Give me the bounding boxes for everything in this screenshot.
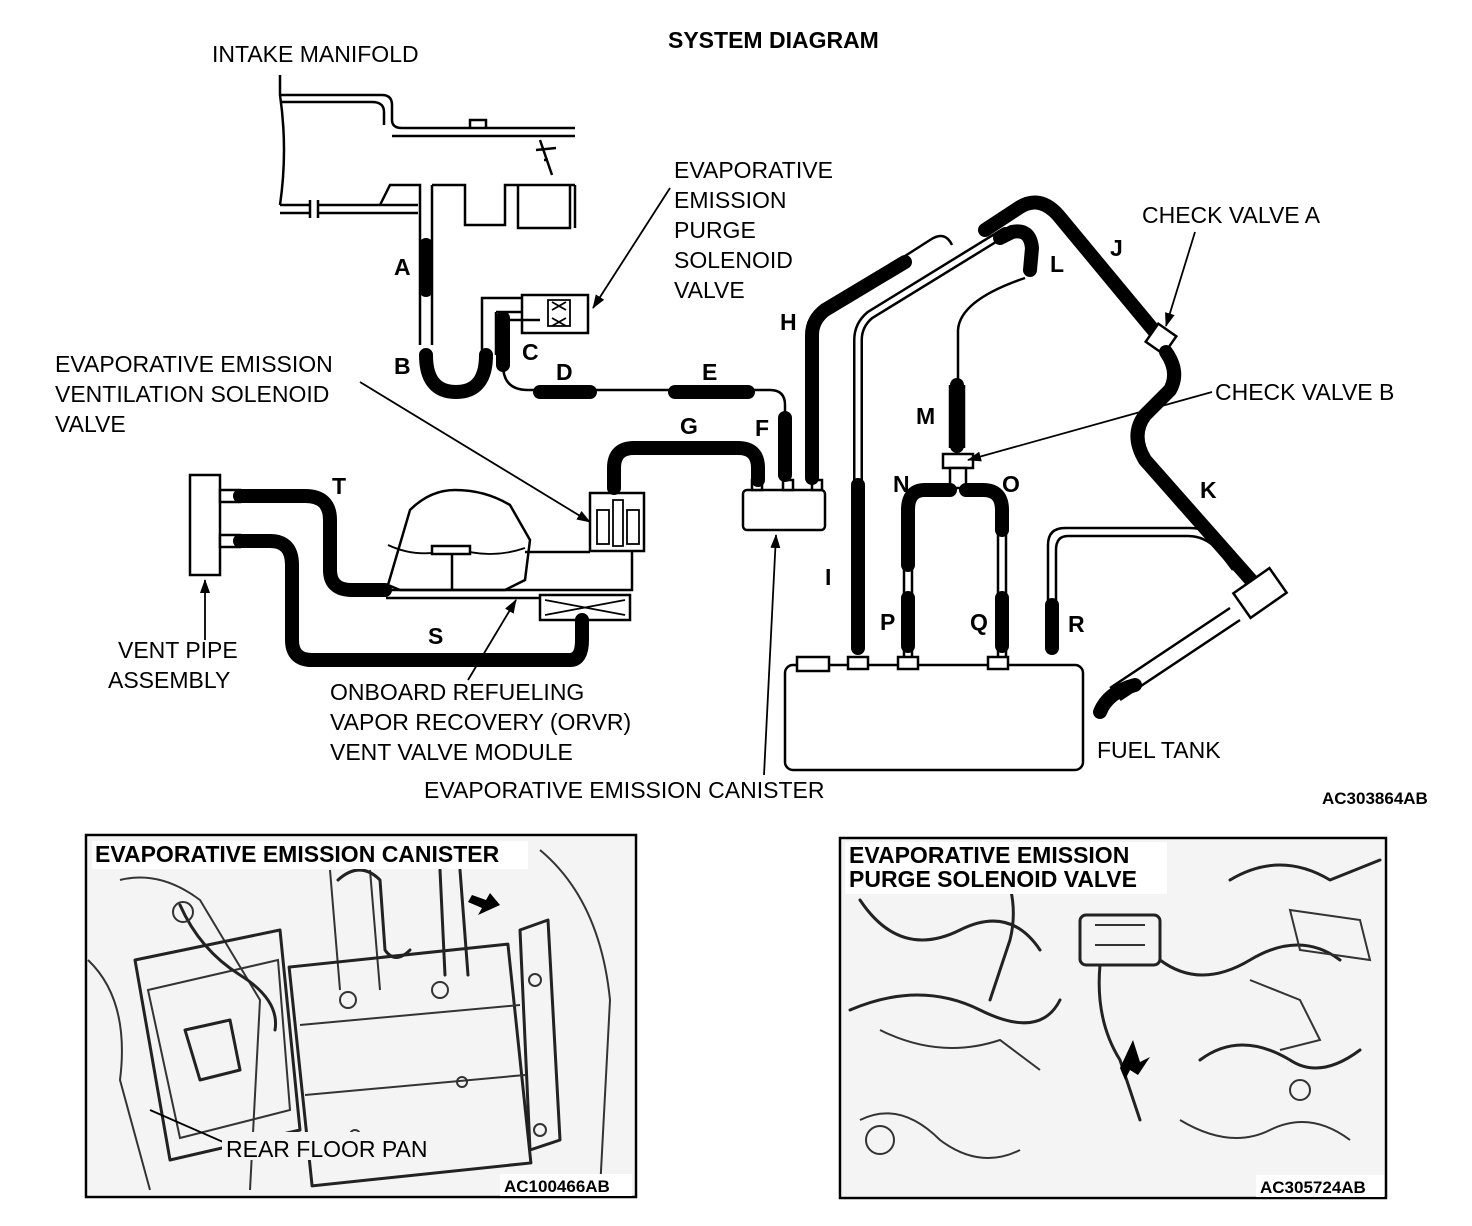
hose-label-l: L [1050,251,1064,277]
hose-label-a: A [394,254,411,280]
vent-pipe-assembly [188,473,242,577]
hose-label-p: P [880,609,895,635]
intake-manifold [278,75,577,238]
hose-label-t: T [332,473,346,499]
hoses [233,195,1289,719]
ventilation-solenoid-valve [588,491,646,553]
purge-solenoid-valve [480,293,590,335]
canister-inset-code: AC100466AB [504,1177,610,1196]
ventilation-solenoid-label-3: VALVE [55,411,126,437]
hose-label-h: H [780,309,797,335]
ventilation-solenoid-label-1: EVAPORATIVE EMISSION [55,351,333,377]
check-valve-a-label: CHECK VALVE A [1142,202,1321,228]
intake-manifold-label: INTAKE MANIFOLD [212,41,419,67]
orvr-label-1: ONBOARD REFUELING [330,679,584,705]
purge-solenoid-label-4: SOLENOID [674,247,793,273]
hose-label-d: D [556,359,573,385]
purge-solenoid-location-photo [838,836,1388,1200]
vent-pipe-label-1: VENT PIPE [118,637,238,663]
orvr-label-3: VENT VALVE MODULE [330,739,573,765]
hose-label-k: K [1200,477,1217,503]
purge-inset-code: AC305724AB [1260,1178,1366,1197]
purge-inset-title-line-2: PURGE SOLENOID VALVE [849,866,1137,892]
evaporative-emission-canister [741,478,827,532]
canister-label: EVAPORATIVE EMISSION CANISTER [424,777,824,803]
purge-inset-title-line-1: EVAPORATIVE EMISSION [849,842,1129,868]
purge-solenoid-label-2: EMISSION [674,187,786,213]
hose-label-n: N [893,471,910,497]
main-image-code: AC303864AB [1322,789,1428,808]
purge-solenoid-label-1: EVAPORATIVE [674,157,833,183]
hose-label-g: G [680,413,698,439]
check-valve-b-label: CHECK VALVE B [1215,379,1394,405]
hose-label-q: Q [970,609,988,635]
vent-pipe-label-2: ASSEMBLY [108,667,230,693]
leader-lines [200,187,1213,776]
hose-label-r: R [1068,611,1085,637]
purge-solenoid-label-3: PURGE [674,217,756,243]
fuel-tank [783,655,1085,772]
diagram-title: SYSTEM DIAGRAM [668,27,879,53]
hose-label-i: I [825,564,831,590]
hose-label-j: J [1110,235,1123,261]
hose-letters: A B C D E F G H I J K L M N O P Q R S T [332,235,1217,649]
hose-label-o: O [1002,471,1020,497]
ventilation-solenoid-label-2: VENTILATION SOLENOID [55,381,329,407]
hose-label-m: M [916,403,935,429]
hose-label-f: F [755,415,769,441]
purge-solenoid-label-5: VALVE [674,277,745,303]
hose-label-b: B [394,353,411,379]
rear-floor-pan-label: REAR FLOOR PAN [226,1136,428,1162]
orvr-vent-valve-module [386,488,634,622]
hose-label-s: S [428,623,443,649]
hose-label-e: E [702,359,717,385]
orvr-label-2: VAPOR RECOVERY (ORVR) [330,709,631,735]
fuel-tank-label: FUEL TANK [1097,737,1221,763]
canister-inset-title: EVAPORATIVE EMISSION CANISTER [95,841,500,867]
hose-label-c: C [522,339,539,365]
